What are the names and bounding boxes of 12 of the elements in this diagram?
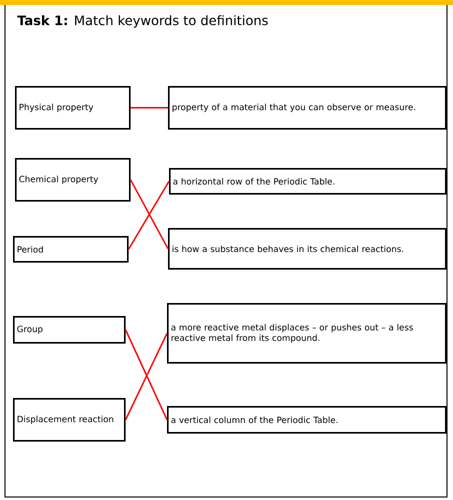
matching-line <box>130 107 168 109</box>
definition-box: property of a material that you can observe or measure. <box>168 86 447 130</box>
keyword-box: Chemical property <box>15 158 131 202</box>
definition-box: a vertical column of the Periodic Table. <box>167 406 447 434</box>
keyword-box: Displacement reaction <box>13 398 126 442</box>
definition-box: a horizontal row of the Periodic Table. <box>169 168 447 195</box>
title: Task 1: Match keywords to definitions <box>17 15 268 28</box>
keyword-box: Period <box>13 236 129 263</box>
definition-box: a more reactive metal displaces – or pushes out – a less reactive metal from its compound. <box>167 303 447 364</box>
keyword-box: Physical property <box>15 86 131 130</box>
keyword-box: Group <box>13 316 126 344</box>
definition-box: is how a substance behaves in its chemical reactions. <box>168 228 447 270</box>
